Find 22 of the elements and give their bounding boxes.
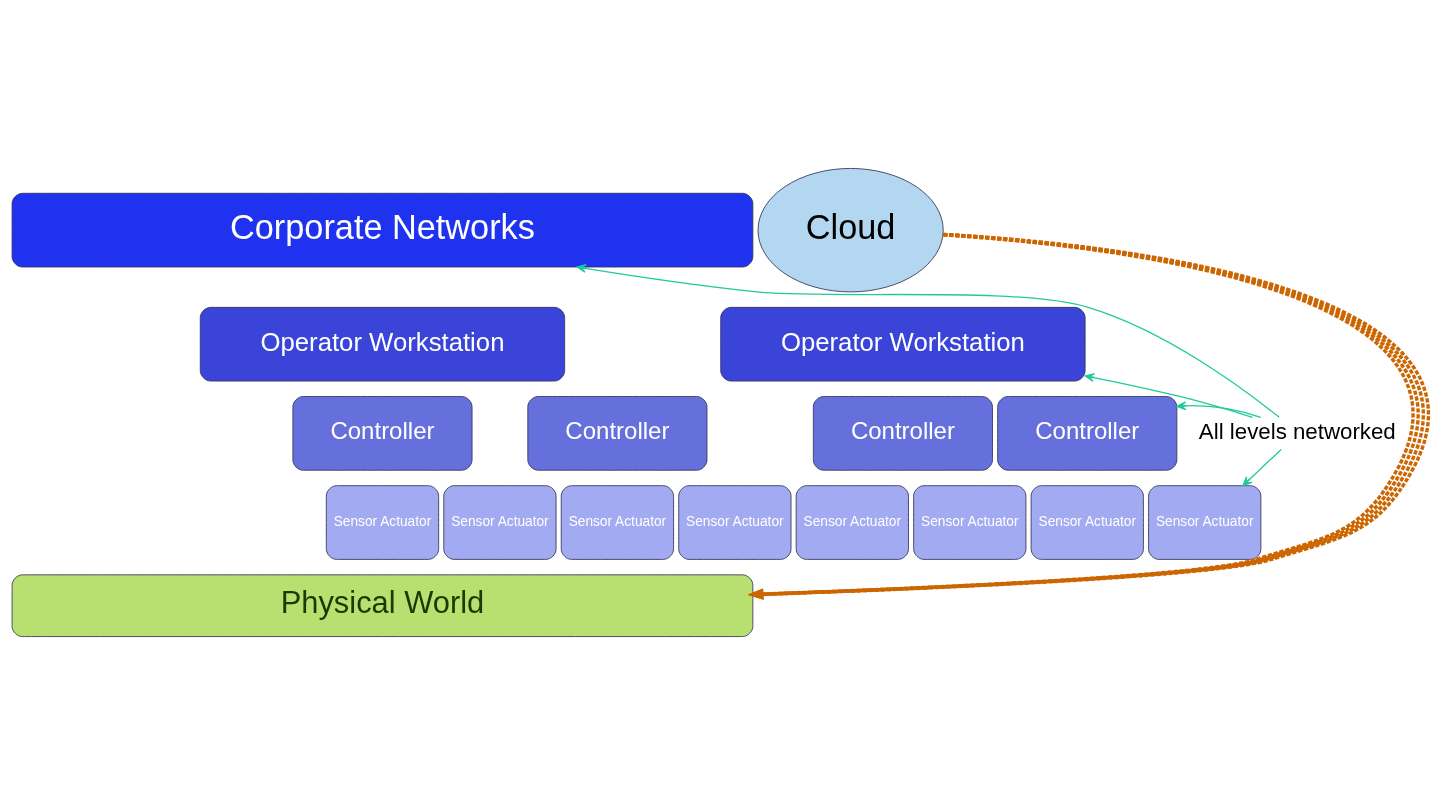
node-box: Sensor Actuator [1030,485,1144,560]
node-box: Operator Workstation [199,306,566,382]
node-box: Sensor Actuator [560,485,674,560]
arrow [1242,448,1282,487]
node-box: Corporate Networks [11,192,754,268]
node-box: Sensor Actuator [678,485,792,560]
node-box: Sensor Actuator [795,485,909,560]
node-box: Sensor Actuator [325,485,440,560]
node-ellipse: Cloud [757,168,944,293]
node-box: Sensor Actuator [1148,485,1262,560]
node-box: Operator Workstation [720,306,1086,382]
node-text: All levels networked [1198,418,1396,444]
node-box: Controller [527,396,708,471]
node-box: Sensor Actuator [913,485,1027,560]
arrow [1176,401,1262,419]
node-box: Controller [812,396,993,471]
node-box: Controller [292,396,473,471]
node-box: Sensor Actuator [443,485,557,560]
node-box: Physical World [11,574,754,637]
node-box: Controller [997,396,1178,471]
arrow [576,264,1280,418]
arrow [1084,373,1254,419]
